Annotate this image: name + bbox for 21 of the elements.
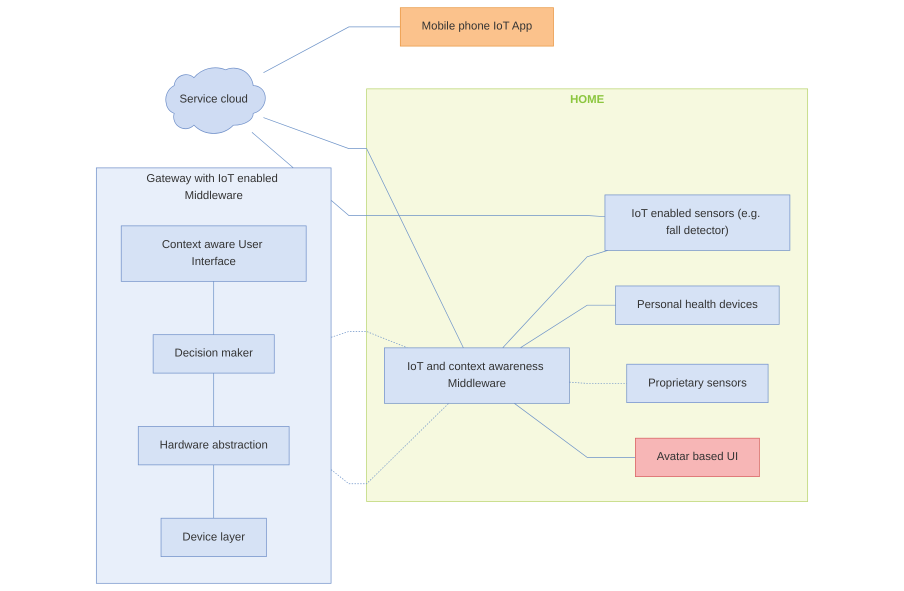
connector [330,331,408,348]
node-box: Context aware User Interface [120,226,307,282]
connector [520,304,616,348]
node-box: IoT enabled sensors (e.g. fall detector) [604,194,790,251]
connector [514,402,636,458]
node-box: IoT and context awareness Middleware [384,348,570,404]
node-box: Device layer [160,518,267,557]
connector [263,117,464,348]
connector [263,26,401,74]
connector [502,250,608,348]
connector [213,280,214,336]
node-box: Avatar based UI [635,438,760,477]
node-box: Personal health devices [615,286,780,325]
connector [213,372,214,427]
node-box: Decision maker [152,334,275,374]
node-box: Hardware abstraction [138,426,290,466]
node-box: Mobile phone IoT App [400,7,554,46]
connector [330,402,449,484]
node-box: Proprietary sensors [626,364,768,403]
connector [569,382,628,384]
connector [213,464,214,519]
